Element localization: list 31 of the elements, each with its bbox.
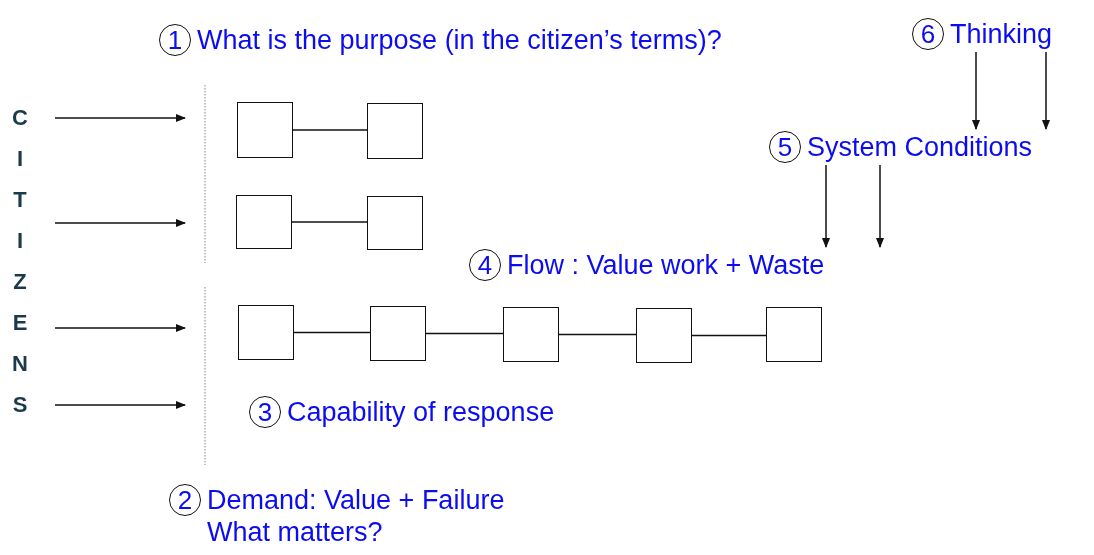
connector-line — [292, 129, 368, 131]
process-box — [503, 307, 559, 362]
connector-line — [291, 221, 368, 223]
arrow — [821, 164, 831, 249]
process-box — [237, 102, 293, 158]
heading-text: System Conditions — [807, 131, 1033, 163]
process-box — [238, 305, 294, 360]
arrow — [1041, 51, 1051, 131]
process-box — [636, 308, 692, 363]
arrow — [54, 400, 187, 410]
heading-text: Flow : Value work + Waste — [507, 249, 825, 281]
connector-line — [558, 333, 637, 336]
arrow — [54, 113, 187, 123]
process-box — [367, 196, 423, 250]
arrow — [971, 51, 981, 131]
connector-line — [293, 331, 371, 334]
vertical-label: CITIZENS — [12, 97, 28, 425]
connector-line — [425, 332, 504, 335]
process-box — [370, 306, 426, 361]
heading-text: What is the purpose (in the citizen’s terms)? — [197, 24, 722, 56]
arrow — [875, 164, 885, 249]
heading-text: Thinking — [950, 18, 1053, 50]
arrow — [54, 218, 187, 228]
heading-text: Demand: Value + Failure — [207, 484, 505, 516]
process-box — [766, 307, 822, 362]
process-box — [367, 103, 423, 159]
process-box — [236, 195, 292, 249]
arrow — [54, 323, 187, 333]
heading-text: Capability of response — [287, 396, 555, 428]
connector-line — [691, 334, 767, 337]
heading-text: What matters? — [207, 516, 384, 548]
